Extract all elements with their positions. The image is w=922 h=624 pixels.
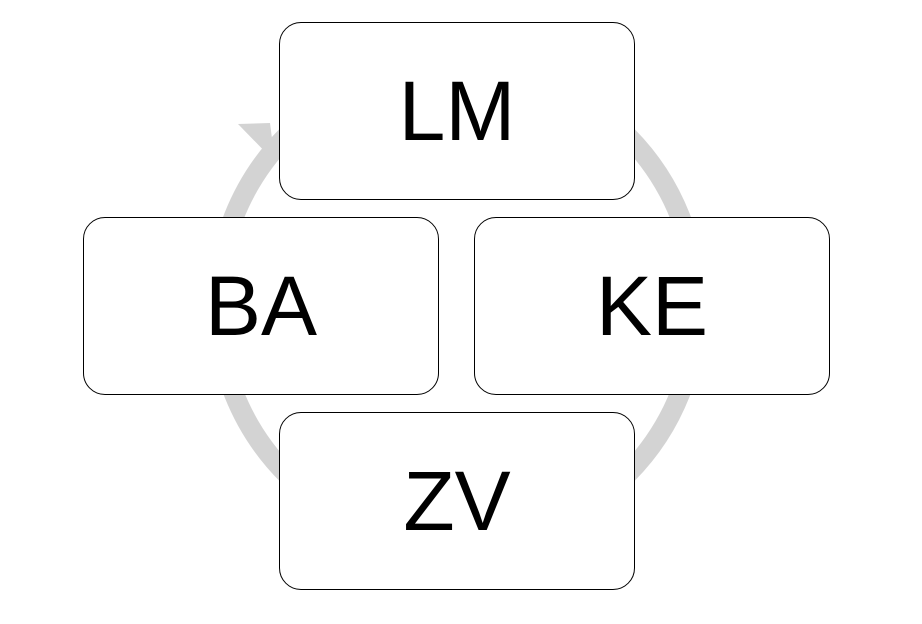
cycle-node-top: LM [279,22,635,200]
cycle-node-bottom: ZV [279,412,635,590]
cycle-node-left: BA [83,217,439,395]
cycle-arrowhead-icon [238,123,275,162]
cycle-node-right: KE [474,217,830,395]
